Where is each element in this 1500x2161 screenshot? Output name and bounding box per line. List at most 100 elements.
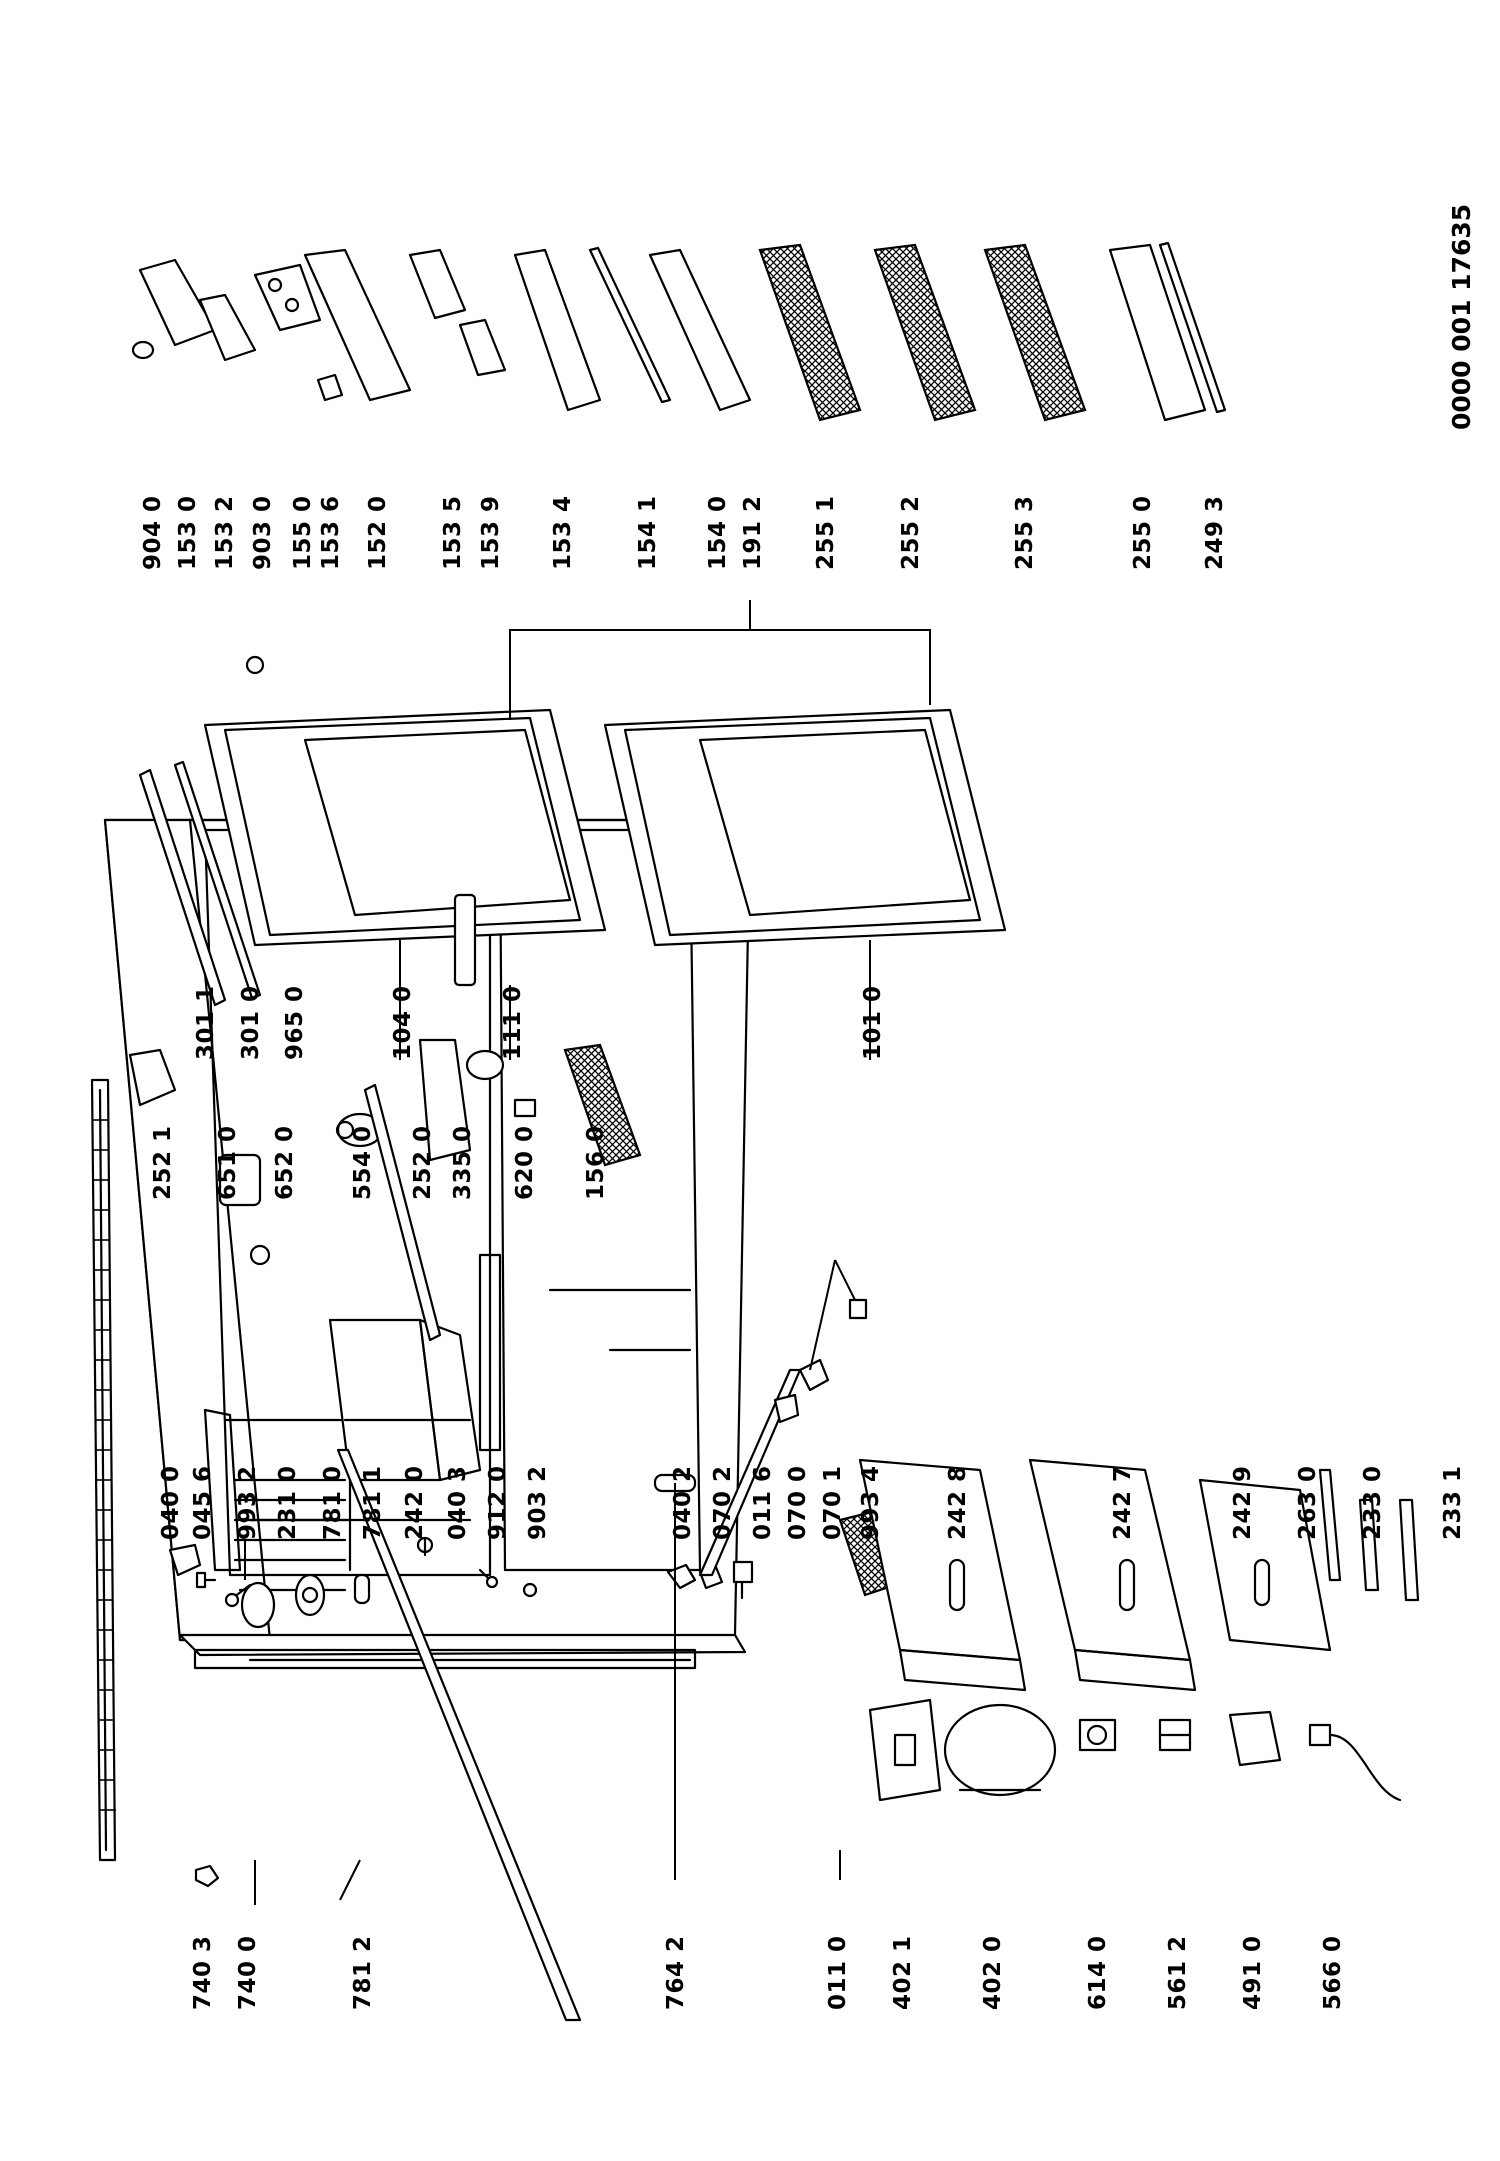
hinge-070-1 <box>773 1393 800 1424</box>
label-740-3: 740 3 <box>190 1935 216 2010</box>
drawer-242-9 <box>1198 1478 1332 1652</box>
knob-335-0 <box>465 1049 505 1081</box>
label-070-0: 070 0 <box>785 1465 811 1540</box>
part-620-0 <box>513 1098 537 1118</box>
screw-903-0 <box>245 655 265 675</box>
screw-011-0-b <box>848 1298 868 1320</box>
label-153-6: 153 6 <box>318 495 344 570</box>
bolt-011-6 <box>732 1560 754 1600</box>
label-156-0: 156 0 <box>583 1125 609 1200</box>
balcony-153-9 <box>458 318 507 377</box>
label-904-0: 904 0 <box>140 495 166 570</box>
label-040-0: 040 0 <box>158 1465 184 1540</box>
label-249-3: 249 3 <box>1202 495 1228 570</box>
clip-153-6 <box>316 373 344 402</box>
control-panel-252-0 <box>363 1038 472 1342</box>
label-301-1: 301 1 <box>193 985 219 1060</box>
label-231-0: 231 0 <box>275 1465 301 1540</box>
label-491-0: 491 0 <box>1240 1935 1266 2010</box>
control-252-1 <box>128 1048 177 1107</box>
label-104-0: 104 0 <box>390 985 416 1060</box>
label-153-0: 153 0 <box>175 495 201 570</box>
label-402-1: 402 1 <box>890 1935 916 2010</box>
label-155-0: 155 0 <box>290 495 316 570</box>
drawing-number: 0000 001 17635 <box>1447 204 1476 430</box>
label-335-0: 335 0 <box>450 1125 476 1200</box>
label-561-2: 561 2 <box>1165 1935 1191 2010</box>
wire-shelf-255-2 <box>873 243 977 422</box>
label-191-2: 191 2 <box>740 495 766 570</box>
label-153-5: 153 5 <box>440 495 466 570</box>
glass-shelf-255-0 <box>1108 243 1207 422</box>
label-233-0: 233 0 <box>1360 1465 1386 1540</box>
door-shelf-153-2 <box>198 293 257 362</box>
label-255-3: 255 3 <box>1012 495 1038 570</box>
label-255-0: 255 0 <box>1130 495 1156 570</box>
leader-lines <box>244 940 871 1905</box>
label-781-0: 781 0 <box>320 1465 346 1540</box>
label-402-0: 402 0 <box>980 1935 1006 2010</box>
label-154-1: 154 1 <box>635 495 661 570</box>
hinge-011-0-a <box>798 1358 830 1392</box>
label-242-8: 242 8 <box>945 1465 971 1540</box>
grid-156-0 <box>563 1043 642 1167</box>
label-252-0: 252 0 <box>410 1125 436 1200</box>
label-070-2: 070 2 <box>710 1465 736 1540</box>
bulb-651-0 <box>249 1244 271 1266</box>
label-154-0: 154 0 <box>705 495 731 570</box>
screw-912-0 <box>478 1568 499 1589</box>
label-740-0: 740 0 <box>235 1935 261 2010</box>
door-101-0 <box>603 708 1007 947</box>
label-614-0: 614 0 <box>1085 1935 1111 2010</box>
label-255-1: 255 1 <box>813 495 839 570</box>
label-153-4: 153 4 <box>550 495 576 570</box>
drawer-242-8 <box>858 1458 1027 1692</box>
housing-231-0 <box>240 1581 276 1629</box>
label-652-0: 652 0 <box>272 1125 298 1200</box>
label-993-4: 993 4 <box>858 1465 884 1540</box>
drawer-242-7 <box>1028 1458 1197 1692</box>
trim-249-3 <box>1158 241 1227 414</box>
fan-part-040-3 <box>416 1536 434 1557</box>
label-554-0: 554 0 <box>350 1125 376 1200</box>
relay-614-0 <box>1078 1718 1117 1752</box>
label-252-1: 252 1 <box>150 1125 176 1200</box>
label-566-0: 566 0 <box>1320 1935 1346 2010</box>
rail-233-1 <box>1398 1498 1420 1602</box>
label-153-9: 153 9 <box>478 495 504 570</box>
label-011-0: 011 0 <box>825 1935 851 2010</box>
label-620-0: 620 0 <box>512 1125 538 1200</box>
egg-tray-155-0 <box>253 263 322 332</box>
compressor-402-0 <box>943 1703 1057 1797</box>
label-903-2: 903 2 <box>525 1465 551 1540</box>
label-152-0: 152 0 <box>365 495 391 570</box>
label-242-7: 242 7 <box>1110 1465 1136 1540</box>
label-233-1: 233 1 <box>1440 1465 1466 1540</box>
balcony-153-4 <box>513 248 602 412</box>
label-912-0: 912 0 <box>485 1465 511 1540</box>
gasket-301-1 <box>138 768 227 1007</box>
lamp-781-1 <box>353 1573 371 1605</box>
label-040-2: 040 2 <box>670 1465 696 1540</box>
label-781-2: 781 2 <box>350 1935 376 2010</box>
thermostat-652-0 <box>218 1153 262 1207</box>
label-242-9: 242 9 <box>1230 1465 1256 1540</box>
label-764-2: 764 2 <box>663 1935 689 2010</box>
label-242-0: 242 0 <box>402 1465 428 1540</box>
label-153-2: 153 2 <box>212 495 238 570</box>
label-040-3: 040 3 <box>445 1465 471 1540</box>
cable-566-0 <box>1308 1723 1402 1802</box>
protector-561-2 <box>1158 1718 1192 1752</box>
handle-111-0 <box>453 893 477 987</box>
balcony-153-5 <box>408 248 467 320</box>
label-651-0: 651 0 <box>215 1125 241 1200</box>
lamp-holder-781-0 <box>294 1573 326 1617</box>
gasket-301-0 <box>173 760 262 1000</box>
box-402-1 <box>868 1698 942 1802</box>
condenser-740-0 <box>90 1078 117 1862</box>
hinge-040-0 <box>168 1543 202 1577</box>
clip-740-3 <box>194 1864 220 1888</box>
label-301-0: 301 0 <box>238 985 264 1060</box>
label-965-0: 965 0 <box>282 985 308 1060</box>
